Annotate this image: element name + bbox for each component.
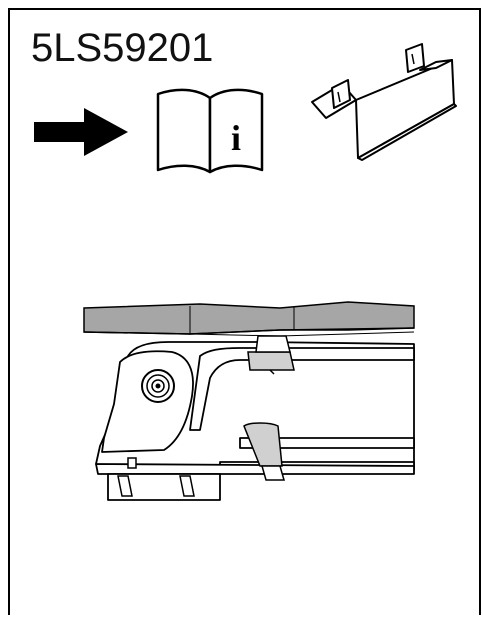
info-glyph: i: [231, 118, 241, 158]
mounting-bracket-illustration: [311, 43, 457, 161]
right-arrow-icon: [34, 108, 128, 156]
bottom-tabs: [117, 457, 195, 497]
upper-bracket-clip: [247, 335, 295, 375]
luminaire-body: [95, 341, 415, 501]
page-frame: [8, 8, 481, 615]
installation-diagram: [83, 301, 415, 501]
lower-bracket-clip: [243, 422, 285, 481]
instruction-manual-icon: i: [156, 88, 264, 174]
end-cap-sensor: [141, 369, 175, 403]
part-code-title: 5LS59201: [31, 26, 214, 70]
ceiling-panel: [83, 301, 415, 337]
